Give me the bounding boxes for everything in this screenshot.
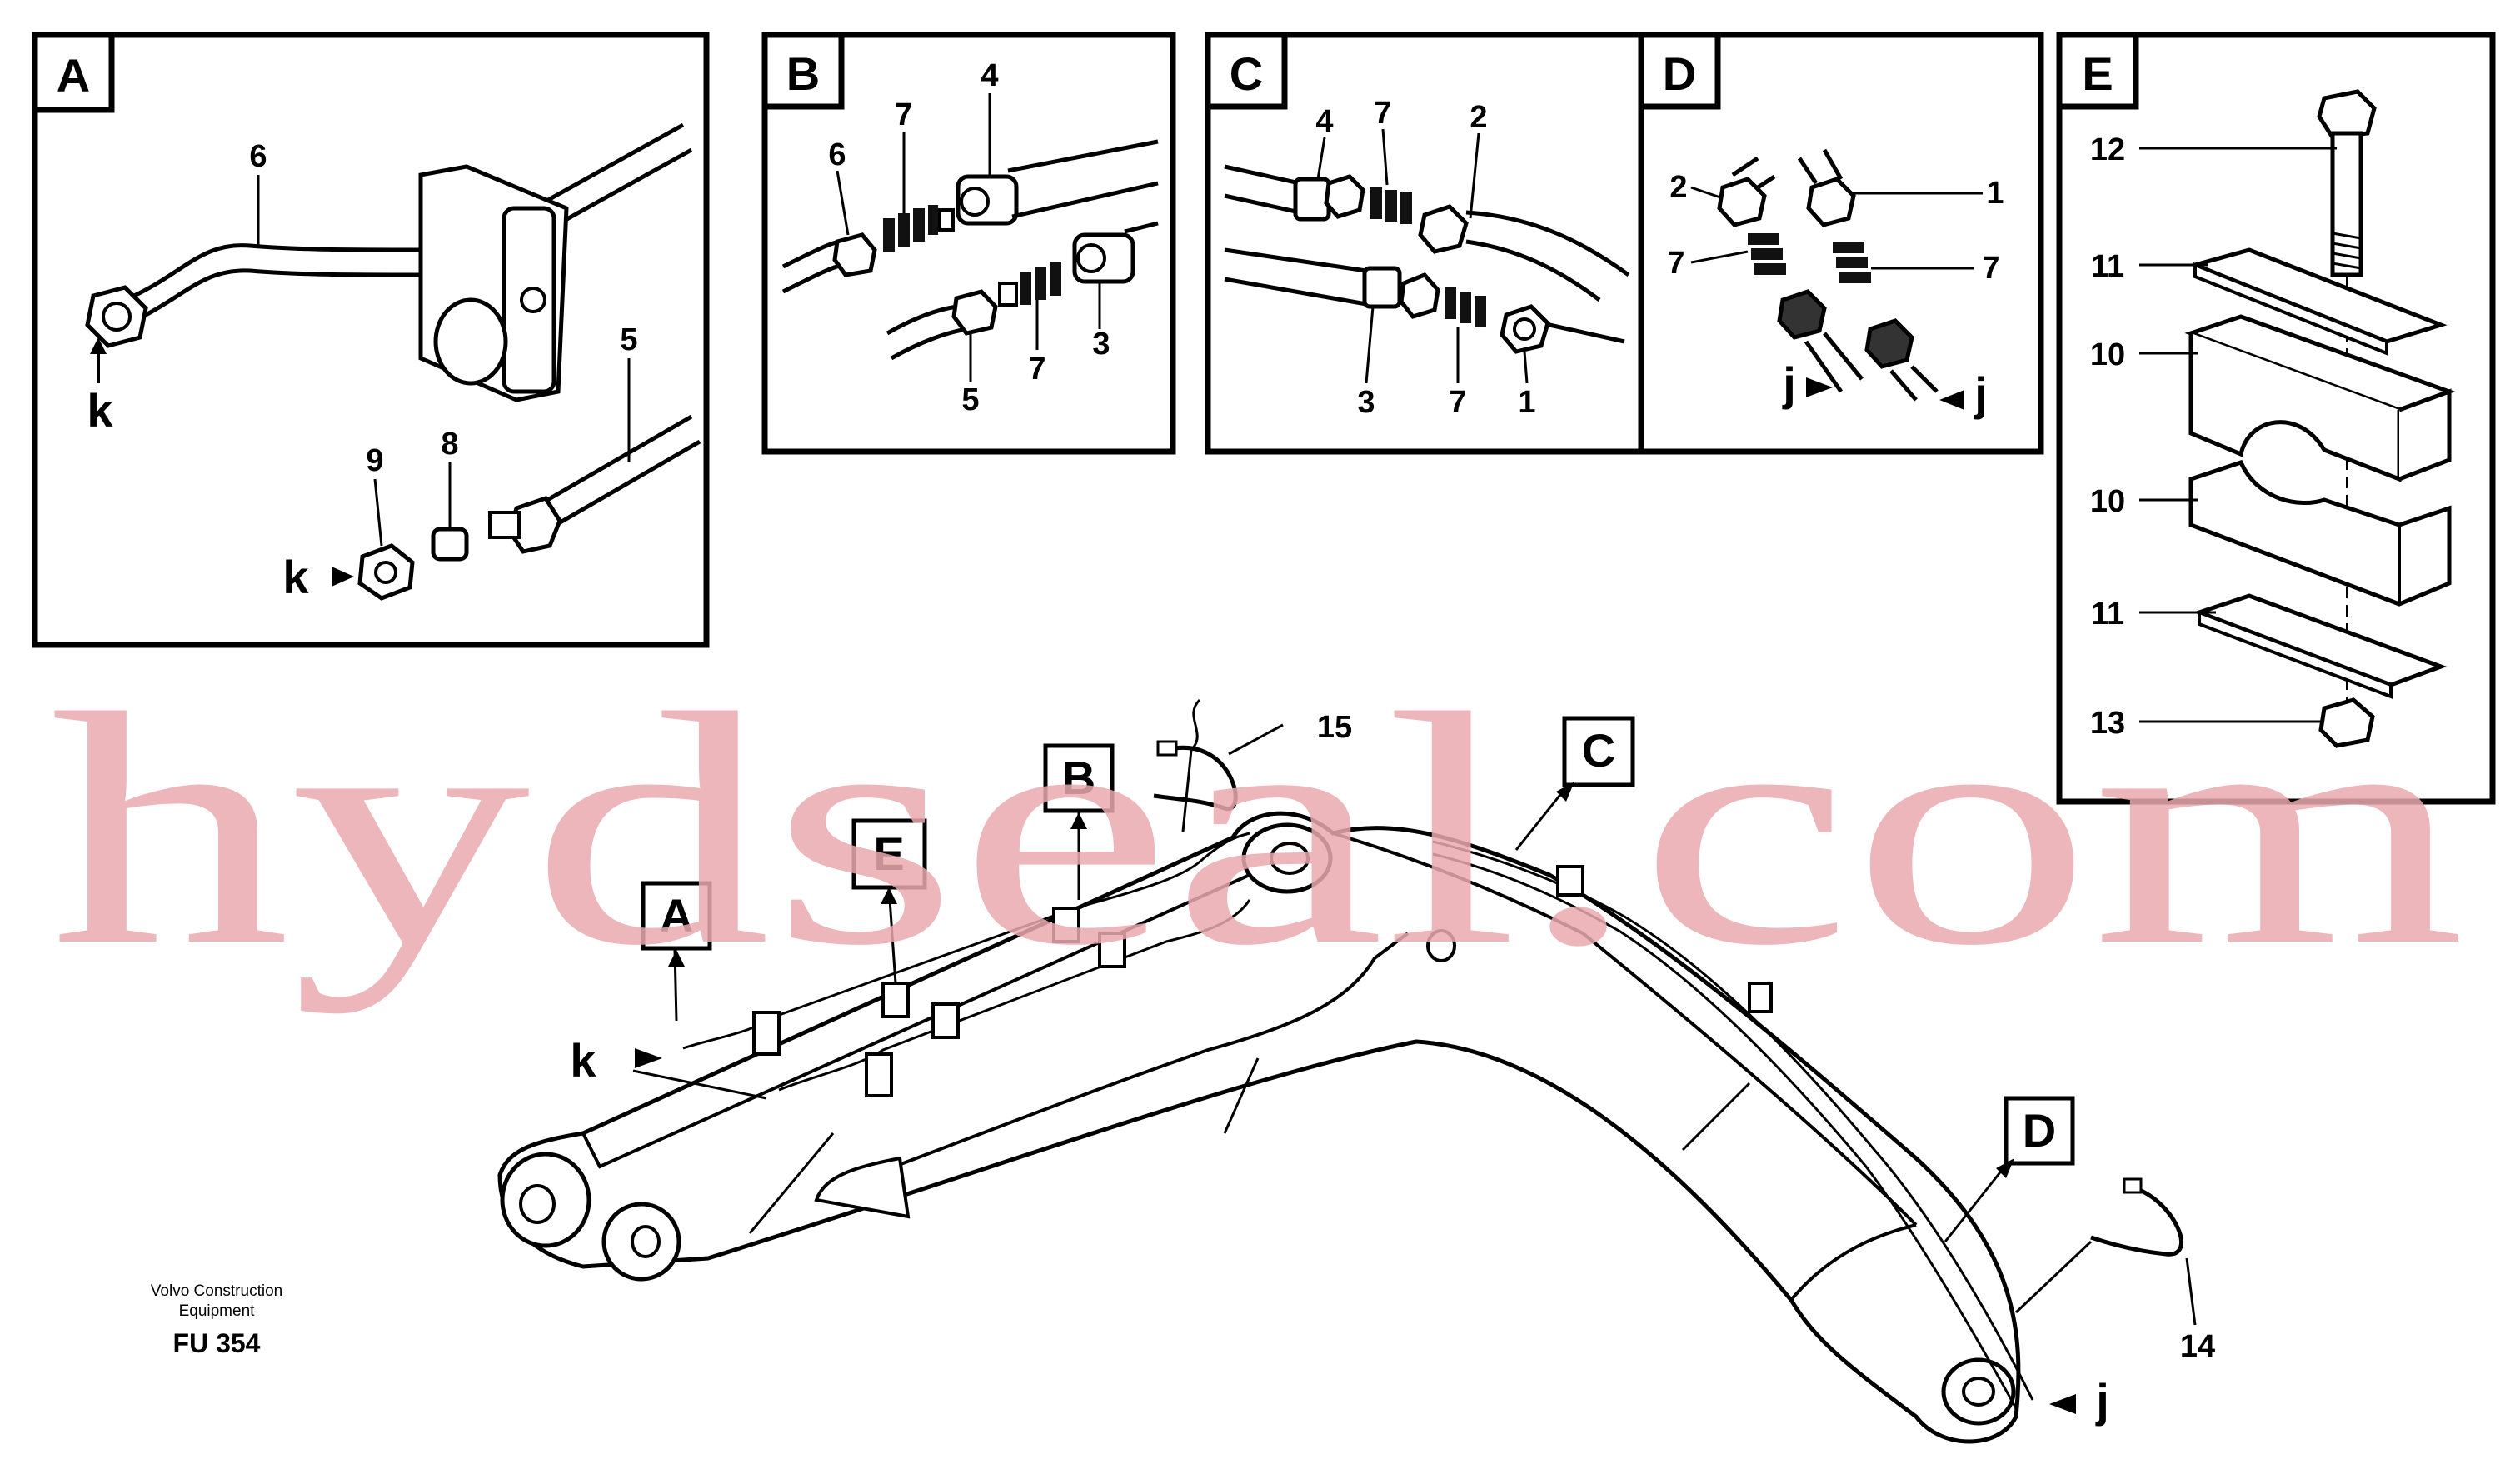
hose-14 — [2014, 1177, 2197, 1326]
label-3: 3 — [1092, 327, 1110, 362]
figure-code: FU 354 — [172, 1328, 261, 1358]
label-2: 2 — [1470, 100, 1487, 135]
label-11: 11 — [2091, 597, 2124, 632]
marker-k-upper: k — [87, 384, 113, 437]
panel-c-letter: C — [1230, 47, 1263, 100]
label-11: 11 — [2091, 249, 2124, 284]
label-15: 15 — [1317, 710, 1352, 745]
detail-panel-e: E 12 11 10 10 11 13 — [2056, 32, 2496, 805]
label-1: 1 — [1518, 385, 1535, 420]
watermark: hydseal.com — [50, 645, 2466, 1015]
label-7: 7 — [1667, 246, 1684, 281]
label-6: 6 — [249, 139, 267, 174]
label-6: 6 — [828, 137, 846, 172]
label-8: 8 — [441, 427, 458, 462]
svg-text:j: j — [2095, 1374, 2109, 1427]
callout-c: C — [1514, 716, 1635, 851]
label-12: 12 — [2090, 132, 2125, 167]
marker-k-main: k — [570, 1034, 767, 1100]
marker-j-main: j — [2049, 1374, 2109, 1427]
boom-line-clamps — [752, 865, 1773, 1097]
label-10: 10 — [2090, 337, 2125, 372]
label-7: 7 — [1449, 385, 1466, 420]
svg-text:B: B — [1062, 752, 1095, 804]
label-4: 4 — [981, 58, 998, 93]
company-line-1: Volvo Construction — [150, 1282, 283, 1300]
marker-j-left: j — [1782, 357, 1796, 410]
label-5: 5 — [961, 382, 979, 417]
detail-panel-b: B 4 7 6 3 7 5 — [761, 32, 1176, 455]
panel-d-letter: D — [1663, 47, 1696, 100]
label-13: 13 — [2090, 706, 2125, 741]
boom-hydraulic-lines — [682, 698, 2034, 1409]
label-7: 7 — [1374, 96, 1391, 131]
label-10: 10 — [2090, 484, 2125, 519]
label-7: 7 — [895, 97, 912, 132]
label-7: 7 — [1028, 352, 1045, 387]
callout-d: D — [1944, 1096, 2075, 1242]
svg-text:k: k — [570, 1034, 596, 1087]
label-5: 5 — [620, 322, 637, 357]
hose-15 — [1153, 723, 1284, 812]
label-4: 4 — [1315, 104, 1333, 139]
label-2: 2 — [1669, 170, 1687, 205]
marker-j-right: j — [1974, 367, 1988, 420]
marker-k-lower: k — [282, 551, 309, 603]
label-9: 9 — [366, 443, 383, 478]
callout-b: B — [1043, 743, 1115, 900]
company-line-2: Equipment — [178, 1302, 255, 1320]
svg-text:C: C — [1582, 724, 1615, 777]
detail-panel-c: C 4 7 2 3 7 1 — [1205, 32, 1646, 455]
excavator-boom — [497, 811, 2021, 1444]
label-3: 3 — [1357, 385, 1375, 420]
detail-panel-a: A 6 5 9 8 k k — [32, 32, 710, 648]
detail-panel-d: D 2 1 7 7 j j — [1638, 32, 2044, 455]
svg-text:D: D — [2023, 1104, 2056, 1157]
panel-e-letter: E — [2082, 47, 2113, 100]
footer: Volvo Construction Equipment FU 354 — [108, 1282, 325, 1359]
svg-text:A: A — [660, 889, 693, 942]
callout-e: E — [851, 818, 927, 984]
callout-a: A — [641, 881, 712, 1022]
label-7: 7 — [1982, 251, 1999, 286]
svg-text:E: E — [873, 827, 904, 880]
label-1: 1 — [1986, 176, 2004, 211]
label-14: 14 — [2180, 1329, 2215, 1364]
panel-b-letter: B — [786, 47, 820, 100]
panel-a-letter: A — [57, 49, 90, 102]
